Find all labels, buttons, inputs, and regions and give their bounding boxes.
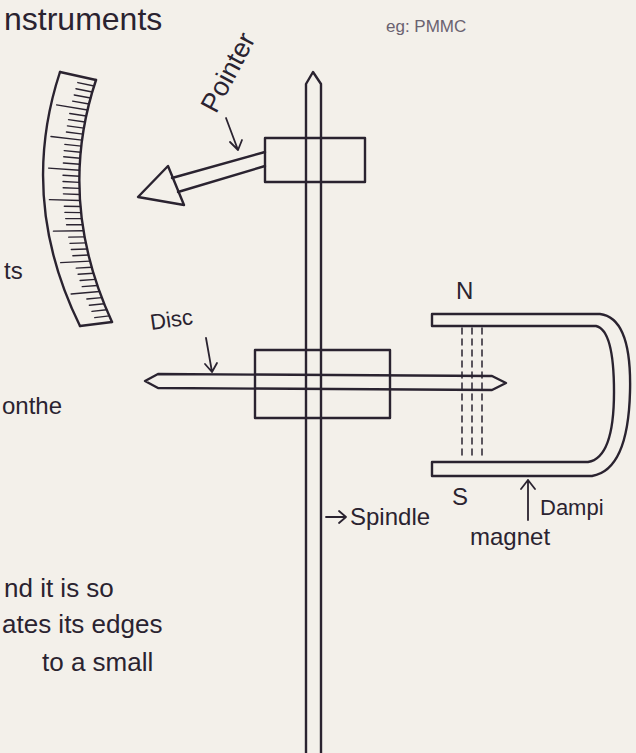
scale-tick (61, 261, 90, 262)
scale-tick (65, 144, 81, 146)
scale-tick (70, 113, 86, 116)
part-label: magnet (470, 524, 550, 550)
damping-magnet (432, 314, 630, 476)
scale-tick (76, 267, 91, 269)
scale-tick (51, 137, 82, 141)
pointer-shaft (172, 152, 265, 178)
scale-tick (66, 218, 82, 219)
scale-tick (82, 285, 97, 286)
scale-end (60, 72, 96, 80)
scale-tick (57, 105, 88, 110)
scale-end (80, 322, 112, 326)
scale-tick (64, 157, 80, 158)
scale-tick (73, 254, 89, 256)
pole-label: N (456, 278, 473, 304)
note-fragment: to a small (42, 648, 153, 677)
scale-tick (64, 206, 80, 208)
part-label: Dampi (540, 496, 604, 520)
scale-tick (67, 126, 83, 128)
part-label: Spindle (350, 504, 430, 530)
scale-tick (95, 316, 110, 318)
scale-tick (49, 168, 80, 170)
scale-tick (65, 212, 81, 214)
pointer-hub (265, 138, 365, 182)
pointer-head (138, 166, 184, 205)
pointer-shaft (178, 166, 265, 192)
scale-tick (70, 242, 86, 244)
page-heading: nstruments (4, 2, 162, 37)
scale-tick (71, 292, 99, 294)
scale-tick (89, 304, 104, 306)
part-label: Disc (149, 305, 195, 335)
scale-tick (64, 151, 80, 153)
leader-arrow (326, 511, 346, 523)
pole-label: S (452, 484, 468, 510)
disc-plate (145, 374, 506, 390)
scale-tick (76, 89, 92, 92)
scale-tick (63, 181, 79, 183)
flux-lines (462, 328, 482, 460)
leader-arrow (226, 118, 242, 150)
scale-tick (78, 273, 93, 274)
scale-outer-arc (43, 72, 80, 326)
scale-tick (66, 132, 82, 134)
scale-tick (69, 120, 85, 122)
scale-tick (63, 175, 79, 176)
scale-tick (92, 310, 107, 312)
scale-tick (63, 163, 79, 164)
scale-tick (67, 224, 83, 225)
scale-tick (71, 248, 87, 250)
scale-tick (80, 279, 95, 280)
scale-tick (74, 95, 90, 98)
scale-tick (87, 298, 102, 299)
note-fragment: ates its edges (2, 610, 162, 639)
note-fragment: nd it is so (4, 574, 114, 603)
leader-arrow (521, 480, 535, 520)
scale-tick (53, 230, 83, 232)
margin-note: eg: PMMC (386, 18, 466, 37)
scale-tick (63, 187, 79, 189)
part-label: Pointer (196, 28, 262, 117)
leader-arrow (205, 338, 217, 372)
note-fragment: onthe (2, 393, 62, 419)
scale-tick (49, 199, 80, 201)
scale-ticks (49, 83, 110, 318)
disc-hub (255, 350, 390, 418)
scale-tick (63, 193, 79, 195)
scale-tick (73, 101, 89, 104)
spindle (306, 72, 321, 753)
note-fragment: ts (4, 258, 23, 284)
scale-tick (69, 236, 85, 238)
scale-tick (78, 83, 94, 86)
